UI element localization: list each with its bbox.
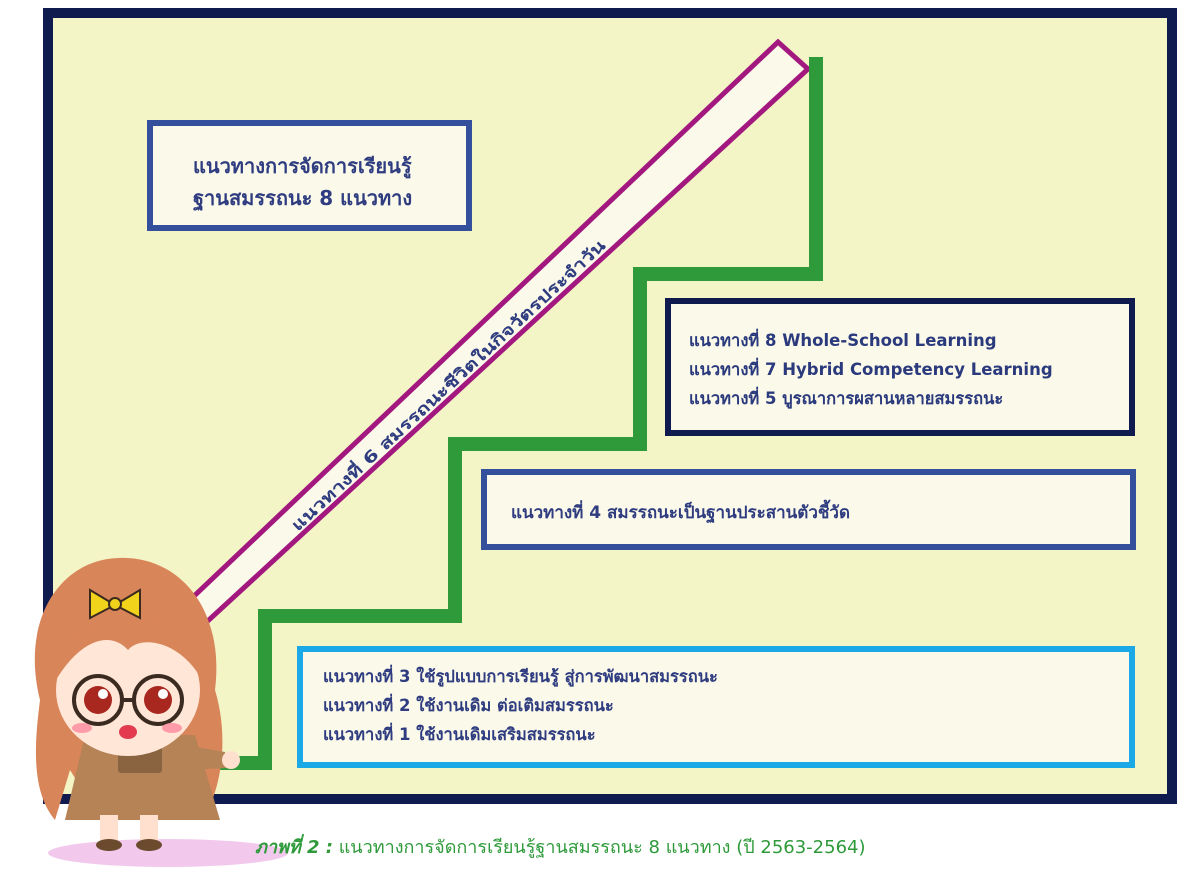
- guideline-7-label: แนวทางที่ 7 Hybrid Competency Learning: [689, 360, 1053, 379]
- upper-guideline-box: แนวทางที่ 8 Whole-School Learning แนวทาง…: [665, 298, 1135, 436]
- guideline-4-label: แนวทางที่ 4 สมรรถนะเป็นฐานประสานตัวชี้วั…: [511, 503, 851, 523]
- lower-guideline-box: แนวทางที่ 3 ใช้รูปแบบการเรียนรู้ สู่การพ…: [297, 646, 1135, 768]
- title-line-1: แนวทางการจัดการเรียนรู้: [193, 154, 412, 178]
- staircase-line: [88, 57, 823, 770]
- middle-guideline-box: แนวทางที่ 4 สมรรถนะเป็นฐานประสานตัวชี้วั…: [481, 469, 1136, 550]
- guideline-1-label: แนวทางที่ 1 ใช้งานเดิมเสริมสมรรถนะ: [323, 725, 596, 744]
- guideline-5-label: แนวทางที่ 5 บูรณาการผสานหลายสมรรถนะ: [689, 389, 1004, 408]
- guideline-3-label: แนวทางที่ 3 ใช้รูปแบบการเรียนรู้ สู่การพ…: [323, 667, 718, 686]
- title-box: แนวทางการจัดการเรียนรู้ ฐานสมรรถนะ 8 แนว…: [147, 120, 472, 231]
- caption-text: แนวทางการจัดการเรียนรู้ฐานสมรรถนะ 8 แนวท…: [338, 837, 866, 858]
- title-line-2: ฐานสมรรถนะ 8 แนวทาง: [193, 186, 413, 210]
- mascot-girl-icon: [34, 557, 288, 867]
- caption-label: ภาพที่ 2 :: [255, 837, 333, 858]
- guideline-2-label: แนวทางที่ 2 ใช้งานเดิม ต่อเติมสมรรถนะ: [323, 696, 614, 715]
- guideline-8-label: แนวทางที่ 8 Whole-School Learning: [689, 331, 997, 350]
- figure-caption: ภาพที่ 2 : แนวทางการจัดการเรียนรู้ฐานสมร…: [255, 832, 1075, 861]
